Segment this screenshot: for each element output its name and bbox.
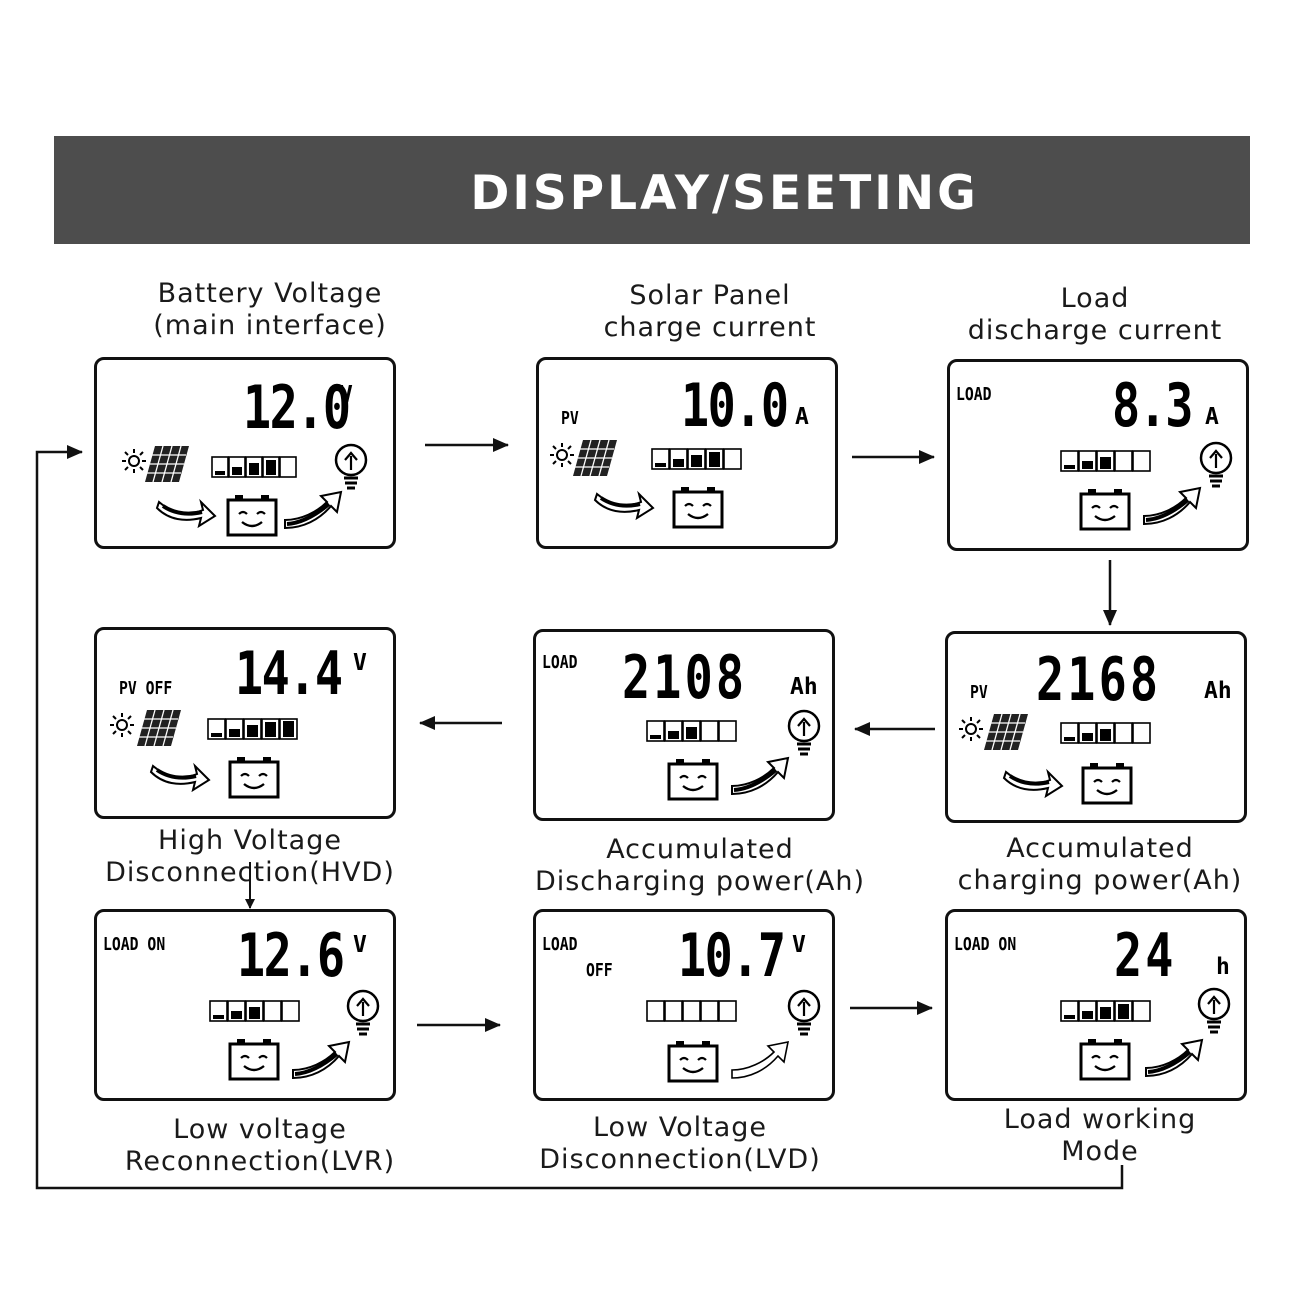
unit-label: A	[795, 404, 809, 430]
off-tag: OFF	[586, 960, 613, 981]
battery-level-bar	[1060, 1000, 1151, 1022]
solar-panel-icon	[137, 709, 181, 747]
value-readout: 14.4	[235, 639, 343, 709]
unit-label: Ah	[1204, 678, 1232, 704]
battery-level-bar	[646, 720, 737, 742]
discharge-flow-arrow-icon	[731, 1040, 790, 1079]
pv-tag: PV	[970, 682, 988, 703]
battery-level-bar	[1060, 450, 1151, 472]
battery-level-bar	[207, 718, 298, 740]
value-readout: 24	[1114, 921, 1177, 991]
value-readout: 12.0	[243, 373, 351, 443]
caption-load-discharge-current: Load discharge current	[967, 283, 1223, 346]
discharge-flow-arrow-icon	[292, 1040, 351, 1080]
lcd-lvd: 10.7 V LOAD OFF	[533, 909, 835, 1101]
caption-lvd: Low Voltage Disconnection(LVD)	[539, 1112, 821, 1175]
discharge-flow-arrow-icon	[1143, 486, 1202, 526]
battery-smiley-icon	[667, 1041, 719, 1083]
battery-smiley-icon	[672, 487, 724, 529]
header-banner: DISPLAY/SEETING	[54, 136, 1250, 244]
bulb-icon	[334, 443, 368, 490]
lcd-accumulated-charging: 2168 Ah PV	[945, 631, 1247, 823]
sun-icon	[959, 717, 983, 741]
discharge-flow-arrow-icon	[731, 756, 790, 796]
battery-smiley-icon	[228, 1039, 280, 1081]
pv-off-tag: PV OFF	[119, 678, 173, 699]
load-tag: LOAD	[956, 384, 992, 405]
value-readout: 10.7	[678, 921, 786, 991]
lcd-solar-charge-current: 10.0 A PV	[536, 357, 838, 549]
charge-flow-arrow-icon	[593, 490, 655, 520]
value-readout: 10.0	[681, 371, 789, 441]
unit-label: A	[1205, 404, 1219, 430]
charge-flow-arrow-icon	[155, 498, 217, 528]
caption-accumulated-charging: Accumulated charging power(Ah)	[957, 833, 1243, 896]
load-on-tag: LOAD ON	[954, 934, 1017, 955]
header-title: DISPLAY/SEETING	[470, 166, 979, 221]
value-readout: 8.3	[1112, 371, 1193, 441]
sun-icon	[550, 443, 574, 467]
caption-solar-charge-current: Solar Panel charge current	[603, 280, 817, 343]
discharge-flow-arrow-icon	[1145, 1038, 1204, 1078]
discharge-flow-arrow-icon	[284, 490, 343, 530]
unit-label: Ah	[790, 674, 818, 700]
battery-level-bar	[211, 456, 297, 478]
load-tag: LOAD	[542, 652, 578, 673]
battery-smiley-icon	[1081, 763, 1133, 805]
bulb-icon	[346, 989, 380, 1036]
battery-smiley-icon	[1079, 1039, 1131, 1081]
lcd-hvd: 14.4 V PV OFF	[94, 627, 396, 819]
pv-tag: PV	[561, 408, 579, 429]
caption-accumulated-discharging: Accumulated Discharging power(Ah)	[534, 834, 866, 897]
battery-level-bar	[646, 1000, 737, 1022]
bulb-icon	[1197, 987, 1231, 1034]
load-on-tag: LOAD ON	[103, 934, 166, 955]
caption-load-working-mode: Load working Mode	[1003, 1104, 1197, 1167]
lcd-load-discharge-current: 8.3 A LOAD	[947, 359, 1249, 551]
battery-smiley-icon	[667, 759, 719, 801]
unit-label: h	[1216, 954, 1230, 980]
bulb-icon	[787, 709, 821, 756]
load-tag: LOAD	[542, 934, 578, 955]
unit-label: V	[792, 932, 806, 958]
bulb-icon	[1199, 441, 1233, 488]
solar-panel-icon	[573, 439, 617, 477]
battery-level-bar	[209, 1000, 300, 1022]
unit-label: V	[353, 932, 367, 958]
unit-label: V	[339, 382, 353, 408]
battery-level-bar	[651, 448, 742, 470]
lcd-lvr: 12.6 V LOAD ON	[94, 909, 396, 1101]
caption-battery-voltage: Battery Voltage (main interface)	[153, 278, 387, 341]
value-readout: 12.6	[237, 921, 345, 991]
sun-icon	[122, 449, 146, 473]
caption-lvr: Low voltage Reconnection(LVR)	[124, 1114, 396, 1177]
lcd-load-working-mode: 24 h LOAD ON	[945, 909, 1247, 1101]
value-readout: 2108	[622, 643, 748, 713]
bulb-icon	[787, 989, 821, 1036]
battery-smiley-icon	[228, 757, 280, 799]
unit-label: V	[353, 650, 367, 676]
charge-flow-arrow-icon	[1002, 768, 1064, 798]
lcd-battery-voltage: 12.0 V	[94, 357, 396, 549]
battery-level-bar	[1060, 722, 1151, 744]
charge-flow-arrow-icon	[149, 762, 211, 792]
value-readout: 2168	[1036, 645, 1162, 715]
battery-smiley-icon	[1079, 489, 1131, 531]
lcd-accumulated-discharging: 2108 Ah LOAD	[533, 629, 835, 821]
solar-panel-icon	[145, 445, 189, 483]
battery-smiley-icon	[226, 495, 278, 537]
sun-icon	[110, 713, 134, 737]
solar-panel-icon	[984, 713, 1028, 751]
return-loop-arrow	[35, 445, 1124, 1190]
